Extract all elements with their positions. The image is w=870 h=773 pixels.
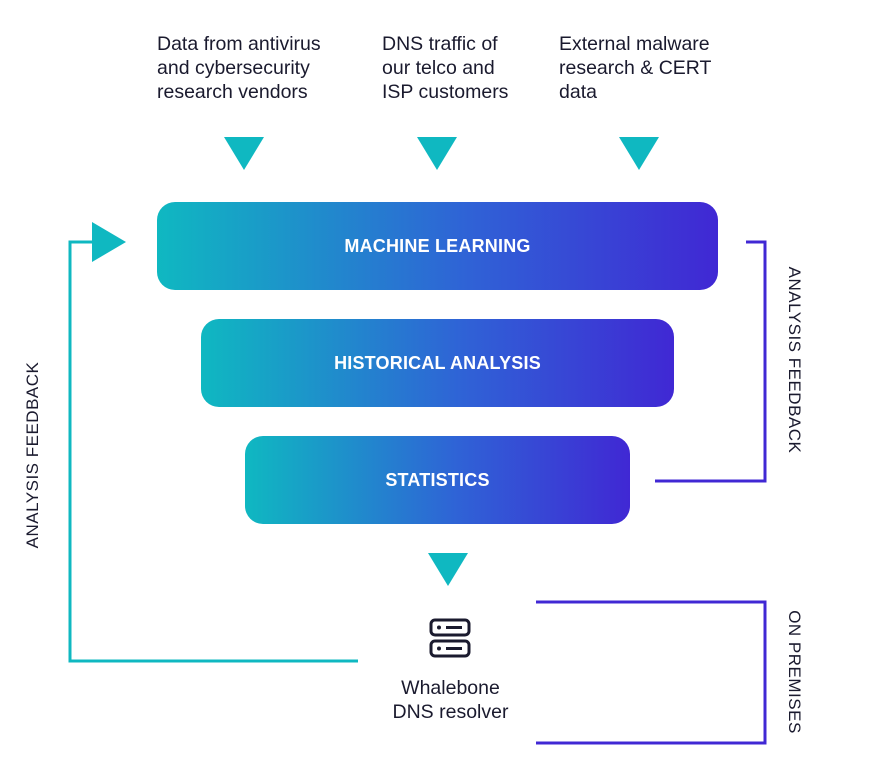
- left-feedback-line: [68, 240, 358, 663]
- left-feedback-label: ANALYSIS FEEDBACK: [23, 361, 42, 549]
- on-premises-label: ON PREMISES: [785, 610, 804, 734]
- right-feedback-label: ANALYSIS FEEDBACK: [785, 266, 804, 454]
- source-vendors: Data from antivirus and cybersecurity re…: [157, 33, 321, 103]
- layer-statistics: STATISTICS: [245, 436, 630, 524]
- server-icon: [429, 618, 471, 658]
- down-arrow-resolver: [428, 553, 468, 586]
- down-arrow-cert: [619, 137, 659, 170]
- down-arrow-dns: [417, 137, 457, 170]
- left-feedback-arrow: [92, 222, 126, 262]
- layer-historical-analysis: HISTORICAL ANALYSIS: [201, 319, 674, 407]
- source-cert: External malware research & CERT data: [559, 33, 712, 103]
- source-dns-traffic: DNS traffic of our telco and ISP custome…: [382, 33, 509, 103]
- resolver-label: Whalebone DNS resolver: [392, 677, 509, 723]
- layer-machine-learning: MACHINE LEARNING: [157, 202, 718, 290]
- on-premises-bracket: [536, 600, 767, 745]
- down-arrow-vendors: [224, 137, 264, 170]
- right-feedback-bracket: [655, 240, 767, 483]
